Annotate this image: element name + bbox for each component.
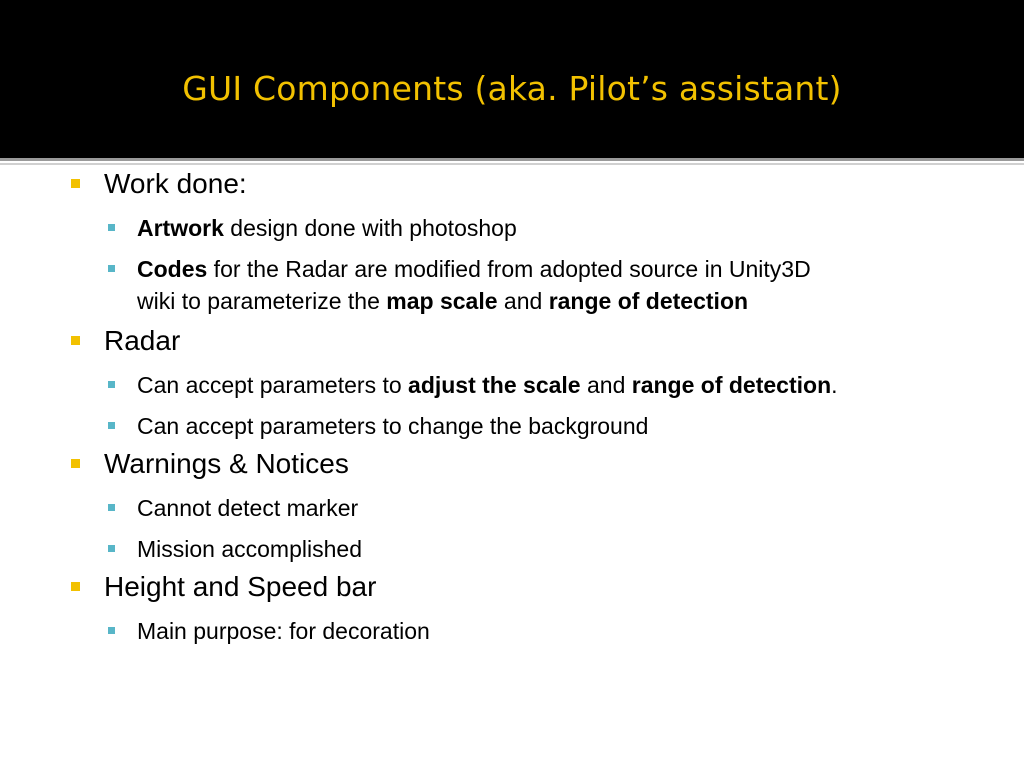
title-bar <box>0 0 1024 158</box>
bullet-radar: Radar <box>71 324 180 358</box>
bullet-work-done: Work done: <box>71 167 247 201</box>
sub-bullet-codes: Codes for the Radar are modified from ad… <box>108 253 937 317</box>
sub-bullet-marker <box>108 265 115 272</box>
sub-bullet-marker <box>108 224 115 231</box>
bullet-marker <box>71 179 80 188</box>
title-divider <box>0 158 1024 161</box>
bullet-height-speed: Height and Speed bar <box>71 570 376 604</box>
sub-bullet-marker <box>108 381 115 388</box>
sub-bullet-marker <box>108 422 115 429</box>
slide-title: GUI Components (aka. Pilot’s assistant) <box>182 69 842 108</box>
bullet-marker <box>71 582 80 591</box>
title-divider-thin <box>0 163 1024 165</box>
sub-bullet-marker <box>108 504 115 511</box>
sub-bullet-marker <box>108 545 115 552</box>
sub-bullet-radar-scale: Can accept parameters to adjust the scal… <box>108 369 937 401</box>
sub-bullet-main-purpose: Main purpose: for decoration <box>108 615 937 647</box>
sub-bullet-artwork: Artwork design done with photoshop <box>108 212 937 244</box>
sub-bullet-cannot-detect: Cannot detect marker <box>108 492 937 524</box>
sub-bullet-radar-background: Can accept parameters to change the back… <box>108 410 937 442</box>
bullet-marker <box>71 459 80 468</box>
bullet-warnings-notices: Warnings & Notices <box>71 447 349 481</box>
sub-bullet-marker <box>108 627 115 634</box>
sub-bullet-mission: Mission accomplished <box>108 533 937 565</box>
bullet-marker <box>71 336 80 345</box>
